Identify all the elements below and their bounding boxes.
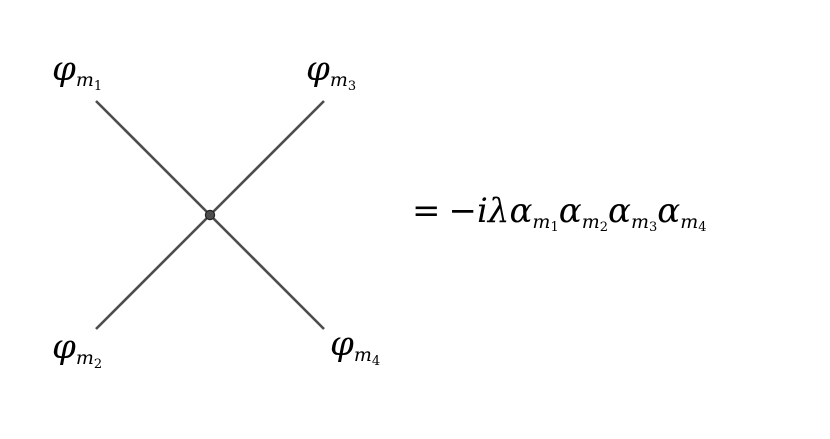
leg-bottom-right	[209, 214, 325, 330]
field-subindex: 2	[94, 357, 102, 372]
alpha-factor-4: α	[657, 191, 680, 231]
alpha-factor-3: α	[608, 191, 631, 231]
field-label-top-left: φm1	[52, 49, 102, 94]
interaction-vertex	[204, 209, 216, 221]
leg-bottom-left	[95, 214, 211, 330]
equals-sign: =	[412, 191, 441, 231]
leg-top-left	[95, 100, 211, 216]
alpha-subindex-2: 2	[600, 220, 608, 235]
field-symbol: φ	[52, 49, 76, 89]
alpha-subindex-4: 4	[698, 220, 706, 235]
field-subindex: 4	[372, 354, 380, 369]
alpha-subindex-1: 1	[550, 220, 558, 235]
minus-sign: −	[449, 191, 478, 231]
vertex-equation: =−iλαm1αm2αm3αm4	[412, 191, 707, 235]
alpha-factor-2: α	[559, 191, 582, 231]
field-subindex: 3	[348, 79, 356, 94]
field-symbol: φ	[330, 324, 354, 364]
field-index: m	[330, 69, 348, 91]
leg-top-right	[209, 100, 325, 216]
alpha-index-4: m	[680, 211, 698, 233]
field-index: m	[76, 69, 94, 91]
field-index: m	[354, 344, 372, 366]
alpha-index-3: m	[631, 211, 649, 233]
field-label-bottom-right: φm4	[330, 324, 380, 369]
field-label-bottom-left: φm2	[52, 327, 102, 372]
alpha-index-1: m	[532, 211, 550, 233]
field-index: m	[76, 347, 94, 369]
field-symbol: φ	[52, 327, 76, 367]
alpha-index-2: m	[582, 211, 600, 233]
field-subindex: 1	[94, 79, 102, 94]
field-symbol: φ	[306, 49, 330, 89]
alpha-subindex-3: 3	[649, 220, 657, 235]
field-label-top-right: φm3	[306, 49, 356, 94]
imaginary-unit: i	[477, 191, 488, 231]
alpha-factor-1: α	[509, 191, 532, 231]
coupling-lambda: λ	[486, 191, 510, 231]
